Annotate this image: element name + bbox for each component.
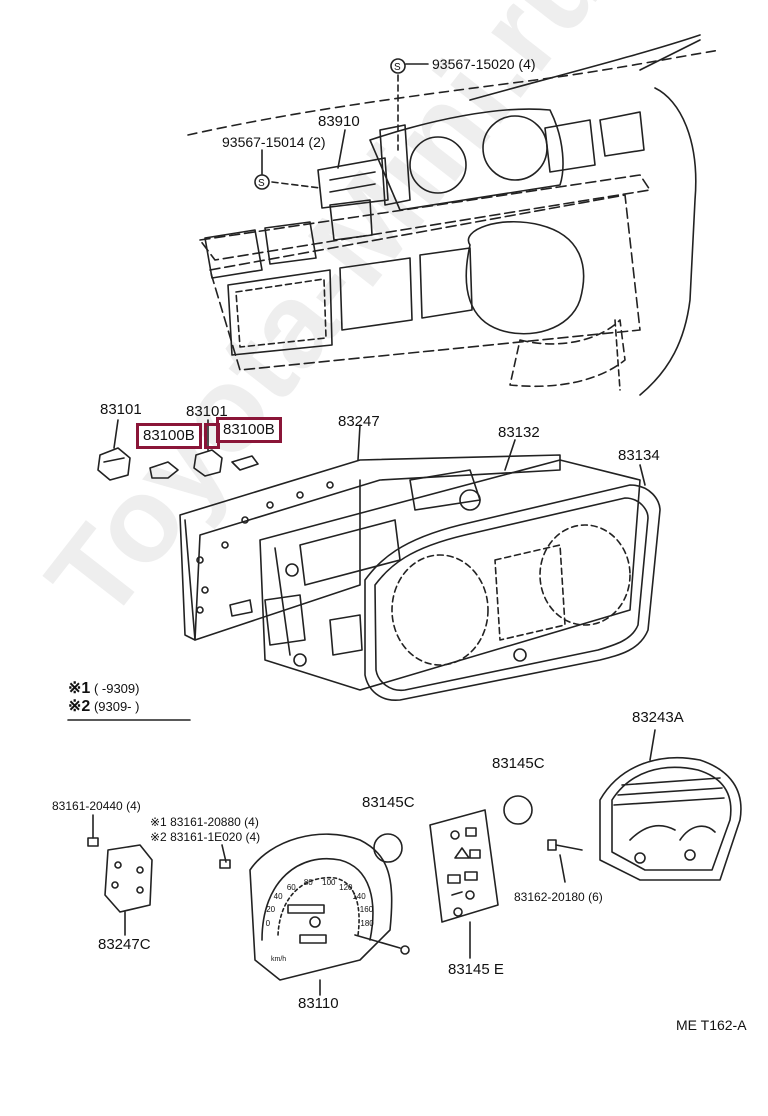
printed-circuit-drawing (104, 844, 153, 936)
screw-printed-drawing (87, 814, 99, 847)
legend-mark-1: ※1 (68, 680, 91, 697)
legend-row-1: ※1 ( -9309) (68, 680, 139, 698)
screw-mark-drawing (219, 844, 231, 869)
speedometer-tick-label: 180 (360, 918, 374, 928)
legend-row-2: ※2 (9309- ) (68, 698, 139, 716)
bulb-right-drawing (231, 455, 259, 471)
legend: ※1 ( -9309) ※2 (9309- ) (68, 680, 139, 716)
legend-range-1: ( -9309) (93, 681, 140, 696)
screw-symbol-top: S (390, 58, 429, 74)
label-screw-top-right: 93567-15020 (4) (432, 56, 536, 72)
label-screw-mark2: ※2 83161-1E020 (4) (150, 829, 260, 845)
lens-right-drawing (503, 795, 533, 825)
printed-plate-drawing (179, 424, 561, 641)
label-case: 83132 (498, 424, 540, 441)
label-sub-dial: 83243A (632, 709, 684, 726)
sub-dial-drawing (599, 729, 742, 881)
label-printed-circuit: 83247C (98, 936, 151, 953)
speedometer-tick-label: 100 (322, 877, 336, 887)
label-socket-right: 83101 (186, 403, 228, 420)
speedometer-tick-label: 140 (352, 892, 366, 902)
reference-code: ME T162-A (676, 1017, 747, 1033)
speedometer-tick-label: 160 (359, 904, 374, 914)
svg-text:S: S (258, 178, 265, 189)
label-bracket: 83910 (318, 113, 360, 130)
ref-value-2: 83161-1E020 (4) (170, 830, 261, 844)
label-speedometer: 83110 (298, 995, 339, 1012)
screw-symbol-left: S (254, 149, 270, 190)
legend-range-2: (9309- ) (93, 699, 140, 714)
meter-glass-drawing (364, 464, 661, 701)
bulb-left-part-link[interactable]: 83100B (136, 423, 202, 449)
svg-text:S: S (394, 62, 401, 73)
ref-value-1: 83161-20880 (4) (170, 815, 259, 829)
ref-mark-1: ※1 (150, 815, 167, 829)
lens-left-drawing (373, 833, 403, 863)
speedometer-tick-label: 60 (286, 882, 296, 892)
label-screw-dial: 83162-20180 (6) (514, 890, 603, 904)
label-lens-left: 83145C (362, 794, 415, 811)
label-lens-right: 83145C (492, 755, 545, 772)
speedometer-unit: km/h (271, 956, 287, 963)
label-screw-mark1: ※1 83161-20880 (4) (150, 814, 259, 830)
label-socket-left: 83101 (100, 401, 142, 418)
speedometer-tick-label: 120 (339, 882, 353, 892)
socket-left-drawing (97, 419, 131, 481)
speedometer-drawing (249, 833, 410, 996)
bulb-right-part-link[interactable]: 83100B (216, 417, 282, 443)
label-plate: 83247 (338, 413, 380, 430)
speedometer-tick-label: 20 (266, 904, 276, 914)
label-warning-panel: 83145 E (448, 961, 504, 978)
speedometer-tick-label: 80 (303, 877, 313, 887)
screw-dial-drawing (547, 839, 583, 883)
speedometer-tick-label: 40 (273, 892, 283, 902)
speedometer-tick-label: 0 (265, 918, 271, 928)
label-screw-printed: 83161-20440 (4) (52, 799, 141, 813)
highlight-bracket-box (204, 423, 220, 449)
label-glass: 83134 (618, 447, 660, 464)
warning-panel-drawing (429, 809, 499, 959)
bulb-left-drawing (149, 461, 179, 479)
label-screw-top-left: 93567-15014 (2) (222, 134, 326, 150)
dashboard-outline (187, 34, 721, 396)
ref-mark-2: ※2 (150, 830, 167, 844)
legend-mark-2: ※2 (68, 698, 91, 715)
